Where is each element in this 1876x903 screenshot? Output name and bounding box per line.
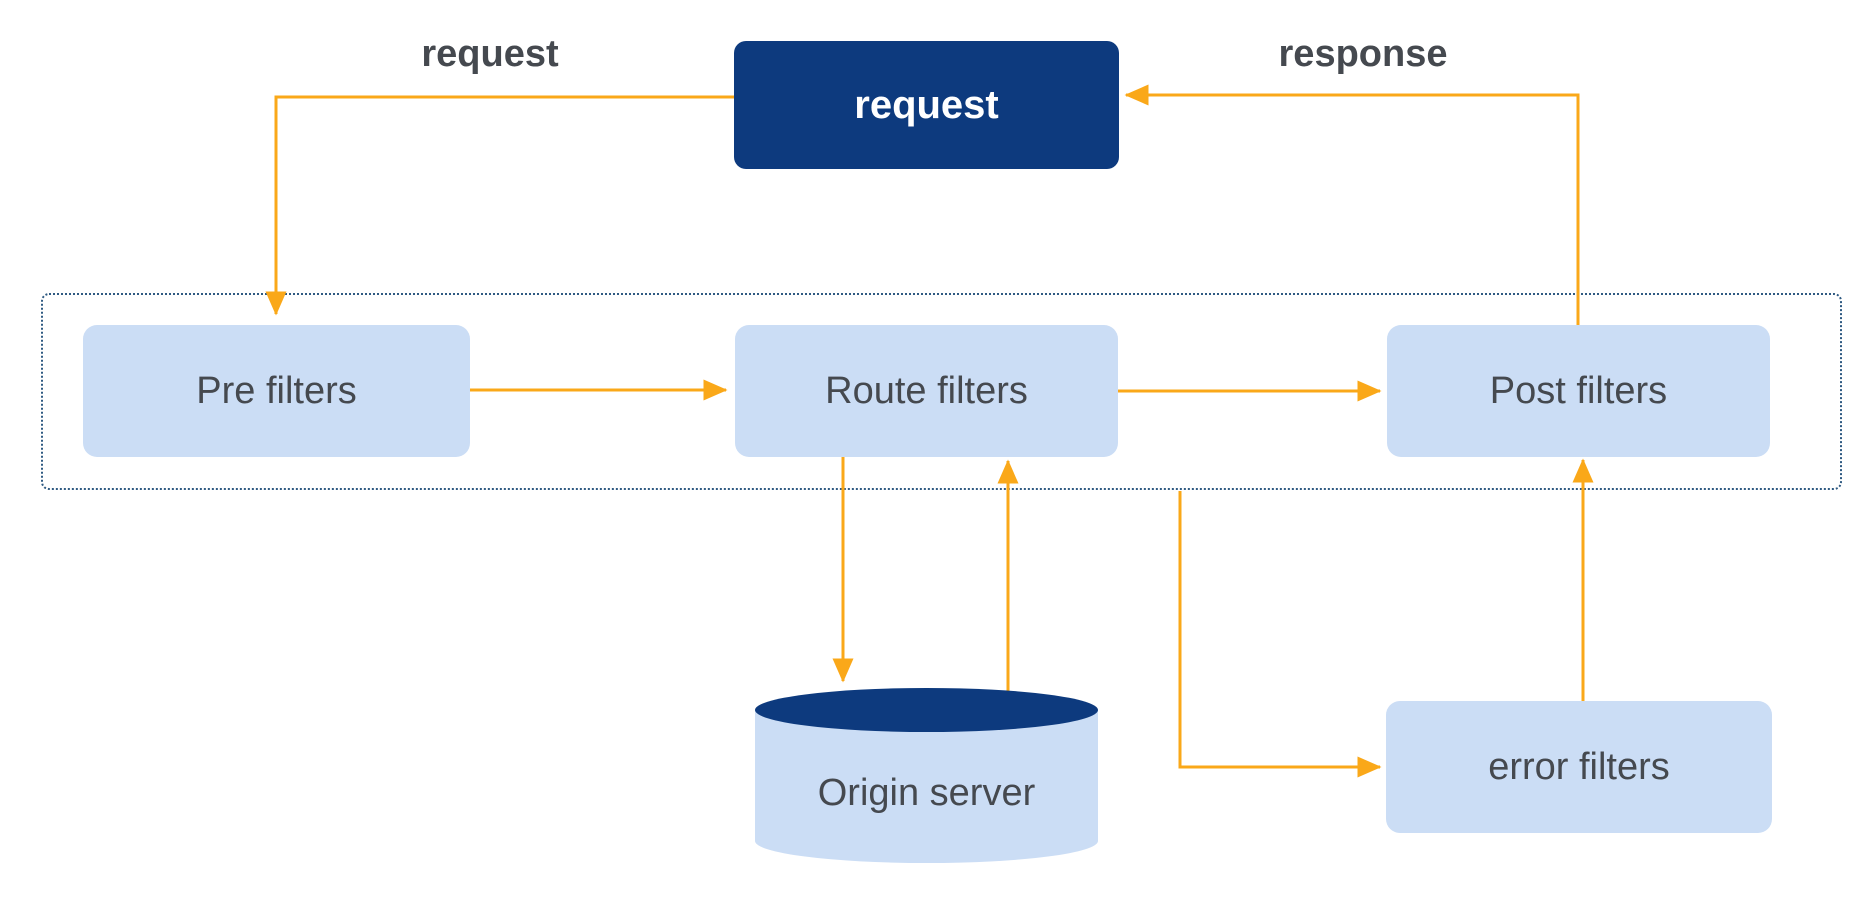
response-edge-label: response: [1278, 33, 1448, 75]
error-filters-label: error filters: [1488, 745, 1670, 788]
request-edge-label: request: [421, 33, 559, 75]
arrow-request-to-pre-filters: [265, 95, 734, 316]
route-filters-node: Route filters: [735, 325, 1118, 457]
request-node-label: request: [854, 82, 999, 127]
pre-filters-label: Pre filters: [196, 369, 357, 412]
error-filters-node: error filters: [1386, 701, 1772, 833]
post-filters-node: Post filters: [1387, 325, 1770, 457]
arrow-runtime-to-error-filters: [1178, 491, 1382, 778]
origin-server-cylinder: Origin server: [755, 688, 1098, 863]
arrow-post-filters-to-request: [1124, 84, 1580, 326]
pre-filters-node: Pre filters: [83, 325, 470, 457]
origin-server-body: Origin server: [755, 710, 1098, 863]
origin-server-top-ellipse: [755, 688, 1098, 732]
route-filters-label: Route filters: [825, 369, 1028, 412]
post-filters-label: Post filters: [1489, 369, 1668, 412]
origin-server-label: Origin server: [817, 772, 1036, 814]
filter-runtime-container: [41, 293, 1842, 490]
request-node: request: [734, 41, 1119, 169]
